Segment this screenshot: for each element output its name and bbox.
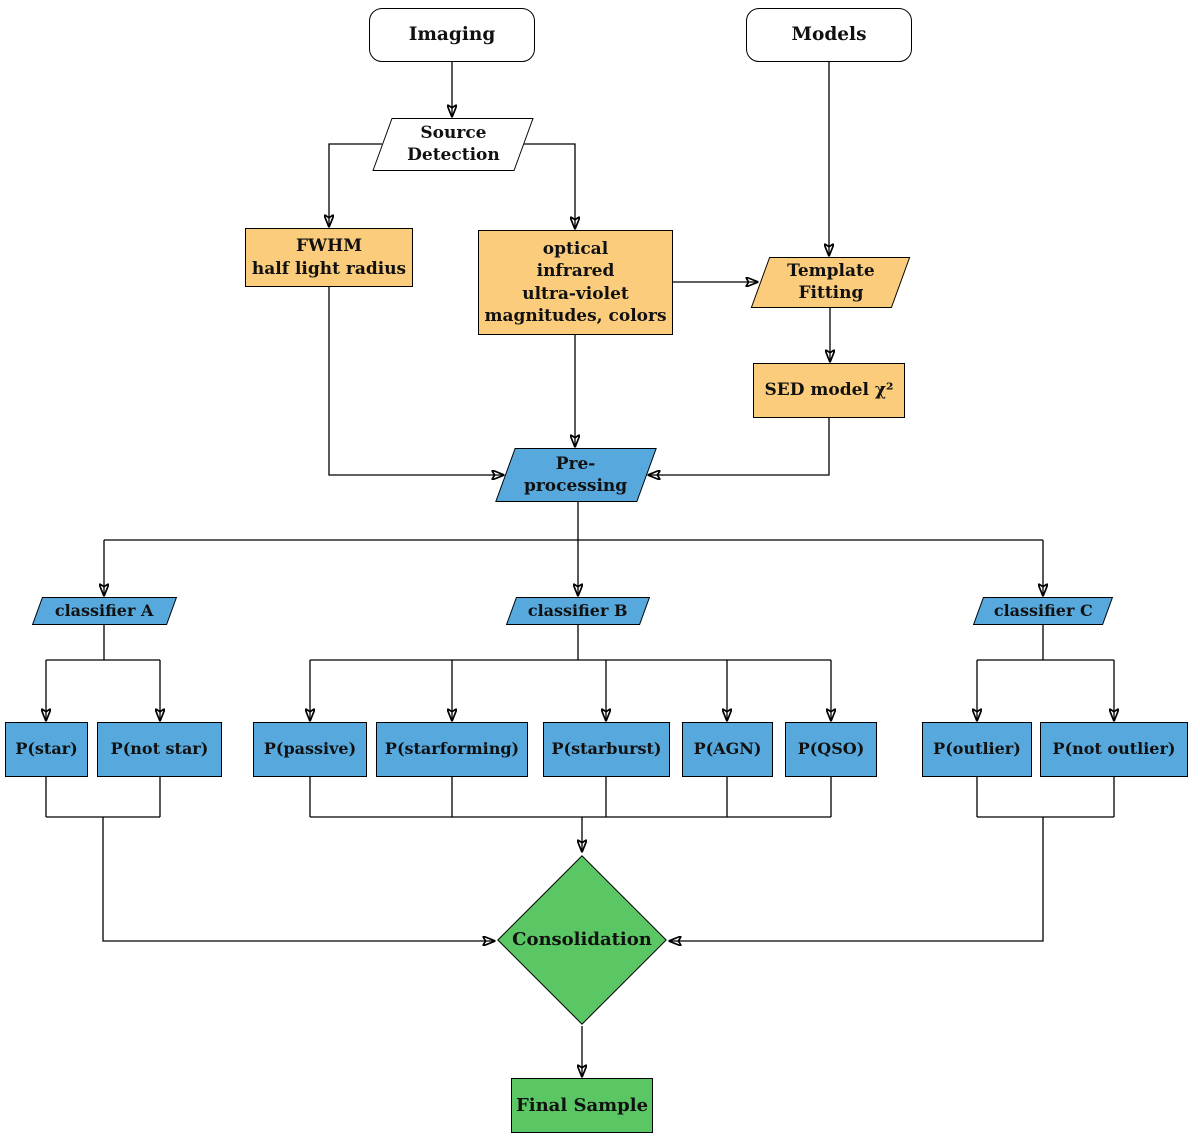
node-classifier-b-label: classifier B bbox=[528, 600, 628, 620]
node-fwhm: FWHM half light radius bbox=[245, 228, 413, 287]
node-p-star: P(star) bbox=[5, 722, 88, 777]
edge-preprocessing-split bbox=[104, 502, 1043, 541]
node-p-outlier: P(outlier) bbox=[922, 722, 1032, 777]
edge-merge-b bbox=[309, 777, 832, 818]
node-optical: optical infrared ultra-violet magnitudes… bbox=[478, 230, 673, 335]
node-p-outlier-label: P(outlier) bbox=[933, 739, 1021, 759]
node-p-agn: P(AGN) bbox=[682, 722, 773, 777]
node-models-label: Models bbox=[791, 23, 867, 45]
node-p-not-outlier-label: P(not outlier) bbox=[1052, 739, 1176, 759]
node-p-qso: P(QSO) bbox=[785, 722, 877, 777]
node-p-passive-label: P(passive) bbox=[263, 739, 357, 759]
node-classifier-c: classifier C bbox=[972, 597, 1114, 625]
node-p-passive: P(passive) bbox=[253, 722, 367, 777]
node-classifier-a: classifier A bbox=[31, 597, 178, 625]
edge-merge-a-to-consolidation bbox=[102, 817, 494, 941]
node-sed-model: SED model χ² bbox=[753, 363, 905, 418]
edge-classifier-c-fan bbox=[977, 625, 1114, 661]
node-p-starforming: P(starforming) bbox=[376, 722, 528, 777]
node-source-detection-label: Source Detection bbox=[406, 123, 500, 166]
edge-sed-to-preprocessing bbox=[649, 418, 830, 475]
node-template-fitting-label: Template Fitting bbox=[786, 261, 875, 304]
node-p-starburst: P(starburst) bbox=[543, 722, 670, 777]
node-p-not-star-label: P(not star) bbox=[110, 739, 209, 759]
node-template-fitting: Template Fitting bbox=[750, 257, 911, 308]
node-p-star-label: P(star) bbox=[15, 739, 78, 759]
node-classifier-a-label: classifier A bbox=[55, 600, 154, 620]
edge-classifier-a-fan bbox=[46, 625, 160, 661]
node-models: Models bbox=[746, 8, 912, 62]
node-sed-model-label: SED model χ² bbox=[764, 380, 894, 401]
edge-classifier-b-fan bbox=[310, 625, 831, 661]
edge-source-to-optical bbox=[523, 143, 575, 228]
node-p-qso-label: P(QSO) bbox=[797, 739, 865, 759]
edge-source-to-fwhm bbox=[329, 143, 382, 226]
edge-merge-c-to-consolidation bbox=[670, 817, 1044, 941]
node-pre-processing: Pre- processing bbox=[495, 448, 657, 502]
node-p-not-star: P(not star) bbox=[97, 722, 222, 777]
node-p-starforming-label: P(starforming) bbox=[384, 739, 520, 759]
node-pre-processing-label: Pre- processing bbox=[524, 453, 628, 496]
edge-merge-c bbox=[976, 777, 1115, 818]
node-classifier-c-label: classifier C bbox=[993, 600, 1093, 620]
node-p-starburst-label: P(starburst) bbox=[551, 739, 662, 759]
node-classifier-b: classifier B bbox=[505, 597, 651, 625]
node-final-sample-label: Final Sample bbox=[515, 1094, 649, 1116]
node-imaging-label: Imaging bbox=[408, 23, 496, 45]
node-consolidation-label: Consolidation bbox=[512, 929, 652, 951]
node-source-detection: Source Detection bbox=[372, 118, 534, 171]
node-final-sample: Final Sample bbox=[511, 1078, 653, 1133]
node-imaging: Imaging bbox=[369, 8, 535, 62]
node-consolidation: Consolidation bbox=[496, 854, 668, 1026]
node-p-agn-label: P(AGN) bbox=[693, 739, 762, 759]
edge-fwhm-to-preprocessing bbox=[328, 287, 503, 475]
node-fwhm-label: FWHM half light radius bbox=[251, 236, 407, 279]
edge-merge-a bbox=[45, 777, 161, 818]
node-optical-label: optical infrared ultra-violet magnitudes… bbox=[484, 239, 667, 326]
node-p-not-outlier: P(not outlier) bbox=[1040, 722, 1188, 777]
